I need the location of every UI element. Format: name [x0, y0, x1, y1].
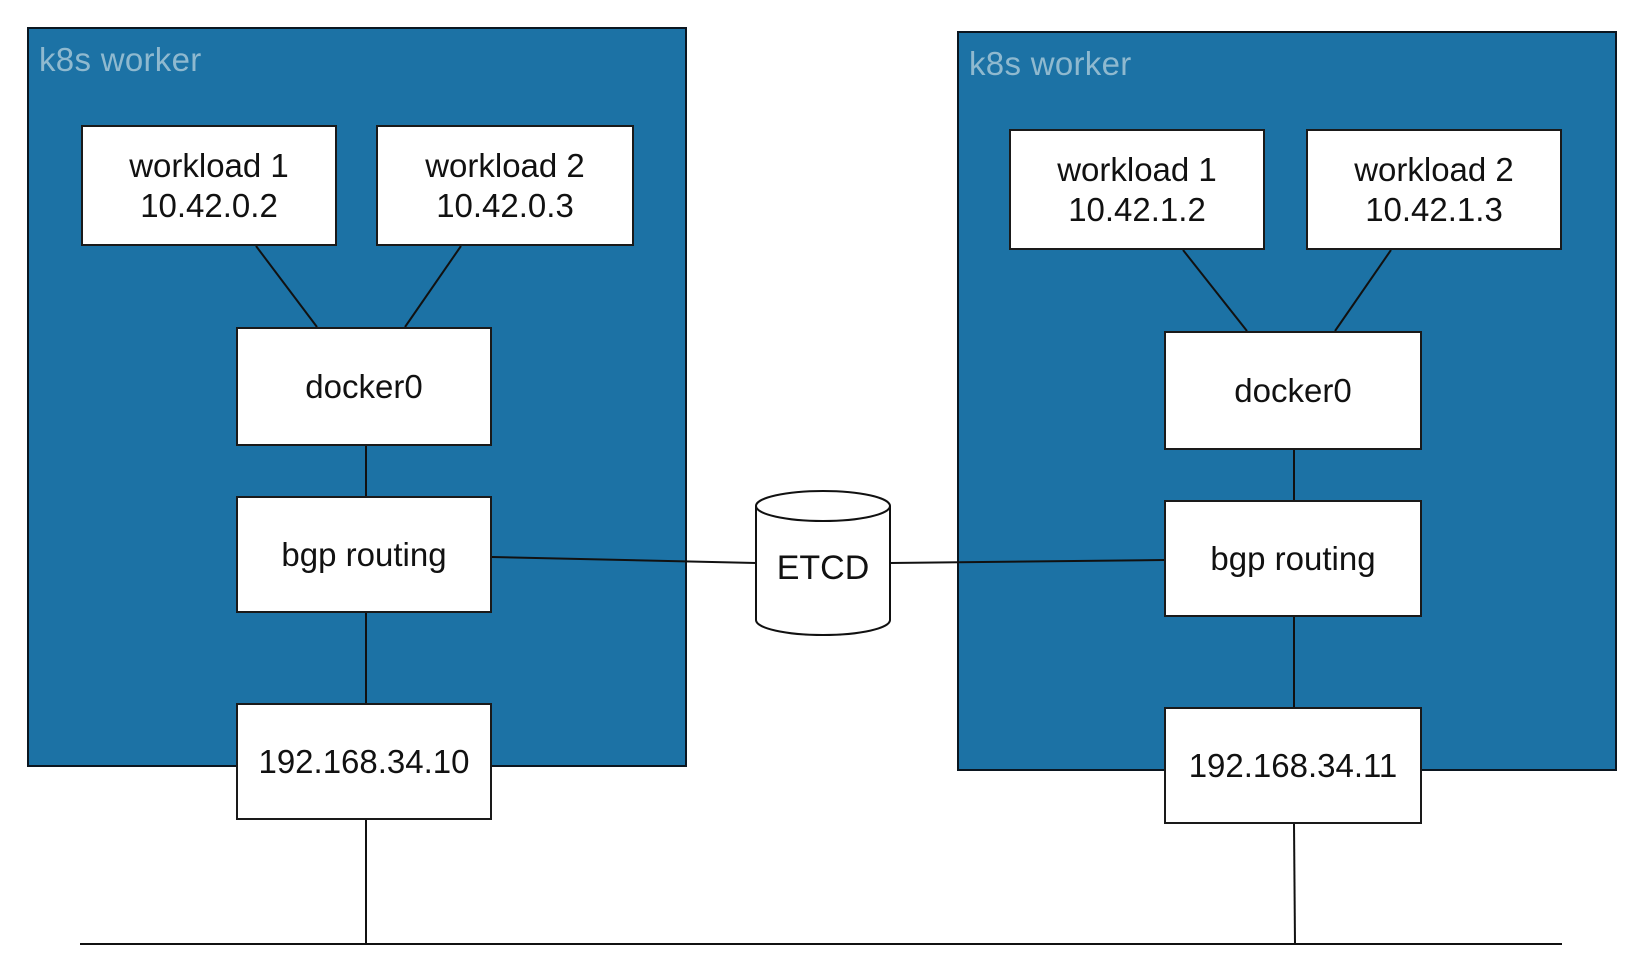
right-workload-1-box: workload 1 10.42.1.2 — [1009, 129, 1265, 250]
left-workload-2-ip: 10.42.0.3 — [436, 186, 574, 224]
right-worker-title: k8s worker — [969, 45, 1132, 82]
left-docker0-label: docker0 — [305, 367, 423, 405]
right-docker0-bridge: docker0 — [1164, 331, 1422, 450]
left-workload-1-box: workload 1 10.42.0.2 — [81, 125, 337, 246]
left-workload-2-name: workload 2 — [425, 146, 585, 184]
right-workload2-to-docker0-link — [1334, 249, 1392, 332]
left-bgp-to-etcd-link — [491, 556, 757, 564]
right-bgp-routing: bgp routing — [1164, 500, 1422, 617]
left-workload-1-ip: 10.42.0.2 — [140, 186, 278, 224]
right-workload-2-box: workload 2 10.42.1.3 — [1306, 129, 1562, 250]
right-workload1-to-docker0-link — [1182, 249, 1248, 332]
etcd-cylinder-icon — [755, 490, 891, 636]
left-worker-title: k8s worker — [39, 41, 202, 78]
right-host-ip-label: 192.168.34.11 — [1188, 746, 1398, 784]
right-workload-1-ip: 10.42.1.2 — [1068, 190, 1206, 228]
left-workload1-to-docker0-link — [255, 245, 318, 328]
left-workload2-to-docker0-link — [404, 245, 462, 328]
right-host-ip: 192.168.34.11 — [1164, 707, 1422, 824]
left-docker0-bridge: docker0 — [236, 327, 492, 446]
left-workload-1-name: workload 1 — [129, 146, 289, 184]
etcd-label: ETCD — [776, 549, 870, 587]
left-host-ip-label: 192.168.34.10 — [258, 742, 470, 780]
left-bgp-routing-label: bgp routing — [281, 535, 447, 573]
right-workload-1-name: workload 1 — [1057, 150, 1217, 188]
right-bgp-routing-label: bgp routing — [1210, 539, 1376, 577]
right-workload-2-ip: 10.42.1.3 — [1365, 190, 1503, 228]
right-docker0-label: docker0 — [1234, 371, 1352, 409]
left-host-ip: 192.168.34.10 — [236, 703, 492, 820]
right-bgp-to-etcd-link — [889, 559, 1165, 564]
left-bgp-routing: bgp routing — [236, 496, 492, 613]
left-workload-2-box: workload 2 10.42.0.3 — [376, 125, 634, 246]
right-host-to-network-link — [1293, 823, 1296, 945]
right-workload-2-name: workload 2 — [1354, 150, 1514, 188]
